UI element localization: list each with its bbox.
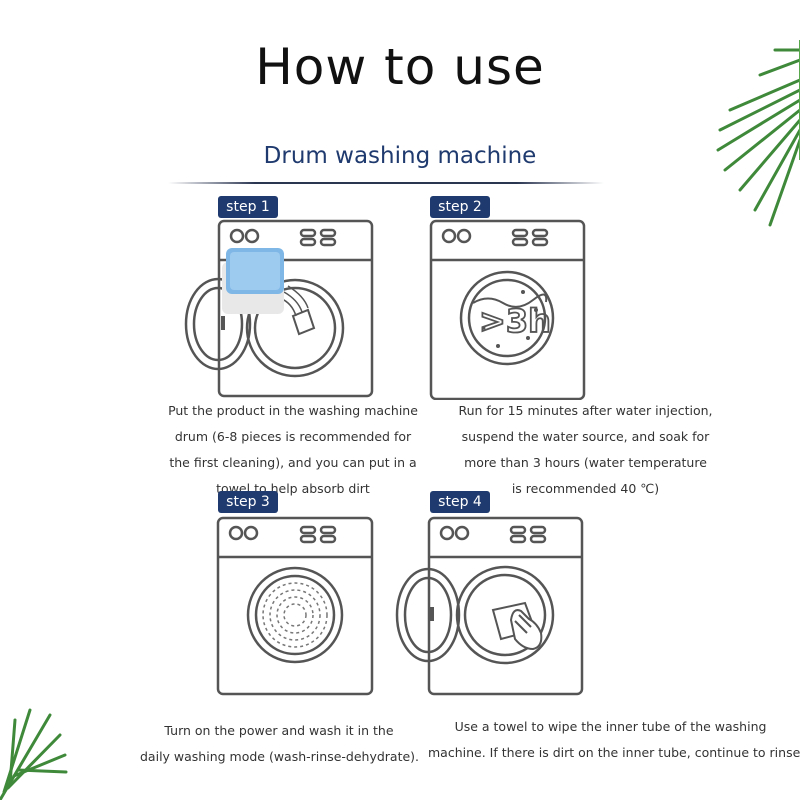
step-4-line-1: Use a towel to wipe the inner tube of th…	[454, 719, 767, 734]
step-3-badge: step 3	[218, 491, 278, 513]
washing-machine-step-3-illustration	[216, 516, 374, 696]
step-1-line-1: Put the product in the washing machine	[168, 403, 418, 418]
step-1-badge: step 1	[218, 196, 278, 218]
step-2-line-2: suspend the water source, and soak for	[461, 429, 710, 444]
washing-machine-step-1-illustration	[184, 219, 374, 398]
step-3-line-1: Turn on the power and wash it in the	[164, 723, 394, 738]
step-1-line-2: drum (6-8 pieces is recommended for	[174, 429, 412, 444]
palm-leaf-top-right-icon	[716, 40, 800, 227]
step-1-caption: Put the product in the washing machine d…	[165, 398, 421, 502]
step-4-caption: Use a towel to wipe the inner tube of th…	[428, 714, 800, 766]
palm-leaf-bottom-left-icon	[0, 708, 68, 800]
step-4-badge: step 4	[430, 491, 490, 513]
step-3-caption: Turn on the power and wash it in the dai…	[140, 718, 420, 770]
title-divider	[168, 182, 604, 184]
page-subtitle: Drum washing machine	[263, 143, 537, 169]
step-3-line-2: daily washing mode (wash-rinse-dehydrate…	[140, 749, 420, 764]
step-2-badge: step 2	[430, 196, 490, 218]
step-2-line-1: Run for 15 minutes after water injection…	[458, 403, 713, 418]
step-1-line-4: towel to help absorb dirt	[216, 481, 370, 496]
step-2-caption: Run for 15 minutes after water injection…	[443, 398, 728, 502]
step-4-line-2: machine. If there is dirt on the inner t…	[428, 745, 800, 760]
washing-machine-step-2-illustration: >3h	[429, 219, 586, 400]
soak-time-label: >3h	[479, 302, 551, 340]
step-2-line-4: is recommended 40 ℃)	[511, 481, 660, 496]
washing-machine-step-4-illustration	[395, 516, 584, 696]
page-title: How to use	[255, 38, 545, 96]
step-2-line-3: more than 3 hours (water temperature	[464, 455, 707, 470]
step-1-line-3: the first cleaning), and you can put in …	[169, 455, 417, 470]
